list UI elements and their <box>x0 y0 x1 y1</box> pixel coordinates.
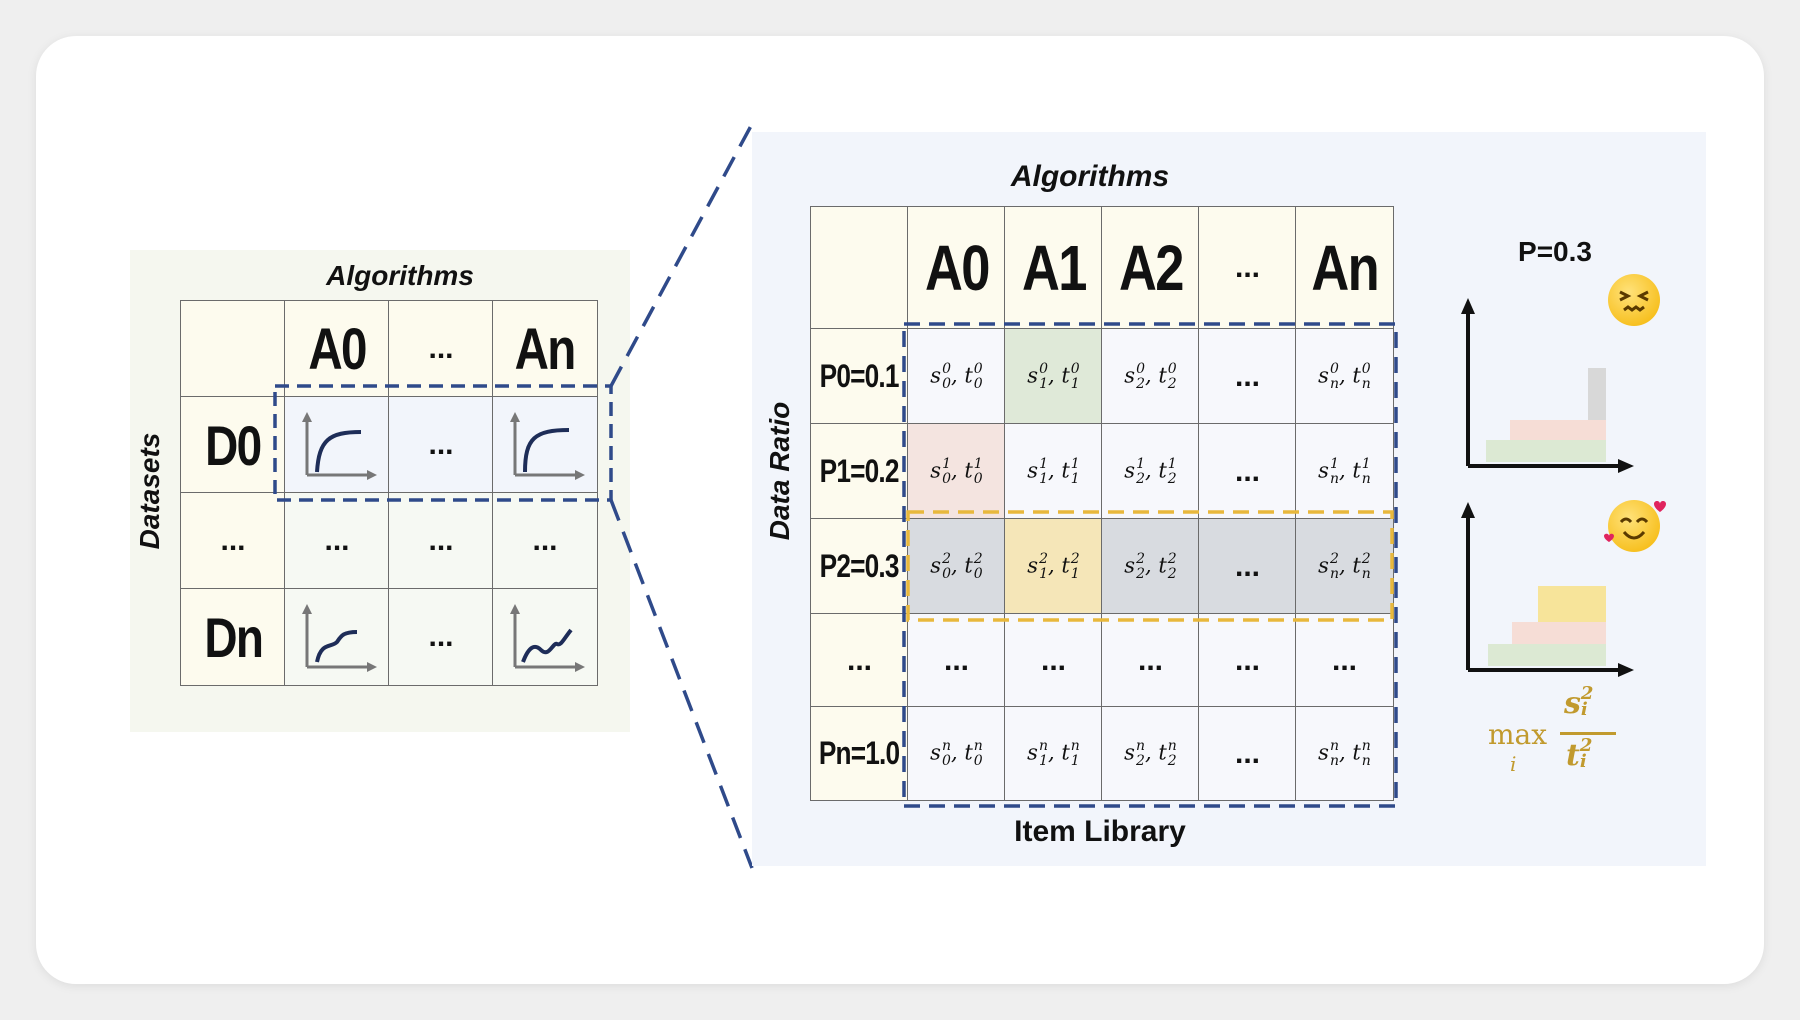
right-dots-cell: ... <box>1295 613 1394 708</box>
curve-cell <box>284 588 390 686</box>
formula-fraction-bar <box>1560 732 1616 735</box>
saturating-curve-icon <box>510 412 585 480</box>
left-algorithms-title: Algorithms <box>326 260 474 291</box>
bar-green <box>1486 440 1606 462</box>
right-row-header: P0=0.1 <box>810 328 909 425</box>
left-dots-cell: ... <box>284 492 390 590</box>
frustrated-face-icon <box>1608 274 1660 326</box>
left-dots-cell: ... <box>492 492 598 590</box>
stepped-curve-icon <box>302 604 377 672</box>
formula-max-subscript: i <box>1510 752 1517 776</box>
formula-numerator: s <box>1564 686 1581 721</box>
right-algorithms-title: Algorithms <box>1010 160 1170 193</box>
left-dots-cell: ... <box>388 588 494 686</box>
right-col-header: ... <box>1198 206 1297 330</box>
item-library-label: Item Library <box>1014 815 1186 848</box>
left-col-header: An <box>492 300 598 398</box>
bar-gray <box>1588 368 1606 420</box>
formula-denominator: t <box>1566 738 1580 773</box>
right-dots-cell: ... <box>1198 518 1297 615</box>
p-value-label: P=0.3 <box>1518 236 1592 267</box>
left-row-header: ... <box>180 492 286 590</box>
bar-pink <box>1510 420 1606 440</box>
right-dots-cell: ... <box>1198 328 1297 425</box>
formula-max: max <box>1488 718 1548 751</box>
right-dots-cell: ... <box>1198 423 1297 520</box>
right-col-header: An <box>1295 206 1394 330</box>
curve-cell <box>492 588 598 686</box>
left-row-header: Dn <box>180 588 286 686</box>
p2-row-highlight-box <box>906 510 1394 622</box>
bar-green <box>1488 644 1606 666</box>
left-col-header: A0 <box>284 300 390 398</box>
stacked-bar-chart-after <box>1461 502 1634 677</box>
wavy-curve-icon <box>510 604 585 672</box>
right-col-header: A1 <box>1004 206 1103 330</box>
right-col-header: A2 <box>1101 206 1200 330</box>
stacked-bar-chart-before <box>1461 298 1634 473</box>
left-dots-cell: ... <box>388 396 494 494</box>
item-library-selection-box <box>902 322 1398 808</box>
curve-cell <box>492 396 598 494</box>
right-dots-cell: ... <box>1198 706 1297 801</box>
curve-cell <box>284 396 390 494</box>
bar-pink <box>1512 622 1606 644</box>
right-col-header: A0 <box>907 206 1006 330</box>
right-dots-cell: ... <box>1101 613 1200 708</box>
left-dots-cell: ... <box>388 492 494 590</box>
bar-yellow <box>1538 586 1606 622</box>
smiling-hearts-face-icon <box>1604 500 1666 552</box>
saturating-curve-icon <box>302 412 377 480</box>
